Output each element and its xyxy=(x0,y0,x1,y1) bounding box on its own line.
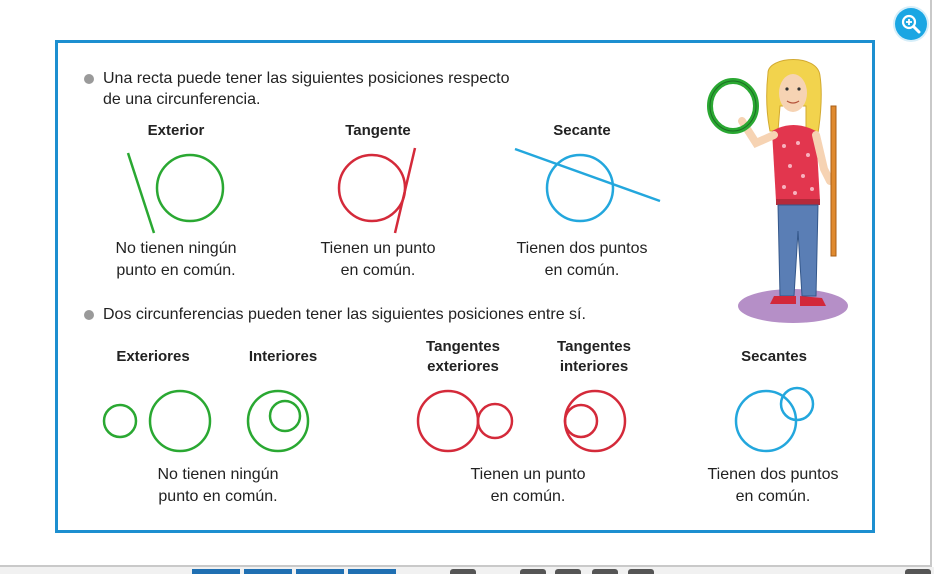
lesson-card: Una recta puede tener las siguientes pos… xyxy=(55,40,875,533)
desc-secante: Tienen dos puntos en común. xyxy=(498,238,666,282)
section1-intro-line1: Una recta puede tener las siguientes pos… xyxy=(103,70,510,87)
desc-tangente: Tienen un punto en común. xyxy=(298,238,458,282)
label-secante: Secante xyxy=(553,122,611,139)
desc-group-one-point-line1: Tienen un punto xyxy=(470,466,586,483)
page-thumbnail-4[interactable] xyxy=(348,569,396,574)
desc-secante-line1: Tienen dos puntos xyxy=(516,240,648,257)
label-tangentes-interiores-line2: interiores xyxy=(559,358,629,375)
desc-group-one-point-line2: en común. xyxy=(490,488,566,505)
figure-tangentes-exteriores xyxy=(416,389,514,453)
figure-interiores xyxy=(246,389,310,453)
zoom-in-icon xyxy=(901,14,921,34)
desc-exterior: No tienen ningún punto en común. xyxy=(96,238,256,282)
desc-exterior-line2: punto en común. xyxy=(116,262,236,279)
figure-tangente xyxy=(337,147,417,234)
figure-tangentes-interiores xyxy=(563,389,627,453)
desc-exterior-line1: No tienen ningún xyxy=(115,240,237,257)
figure-exterior xyxy=(126,152,225,234)
girl-illustration xyxy=(707,59,848,323)
desc-tangente-line2: en común. xyxy=(340,262,416,279)
shadow-shape xyxy=(738,289,848,323)
desc-group-two-points-line1: Tienen dos puntos xyxy=(707,466,839,483)
label-exteriores: Exteriores xyxy=(116,348,190,365)
bullet-icon xyxy=(84,74,94,84)
nav-button-4[interactable] xyxy=(592,569,618,574)
section1-intro: Una recta puede tener las siguientes pos… xyxy=(84,68,623,110)
label-secantes: Secantes xyxy=(741,348,807,365)
label-interiores: Interiores xyxy=(248,348,318,365)
desc-tangente-line1: Tienen un punto xyxy=(320,240,436,257)
desc-group-two-points: Tienen dos puntos en común. xyxy=(688,464,858,508)
section2-intro-text: Dos circunferencias pueden tener las sig… xyxy=(103,306,586,323)
figure-secante xyxy=(514,147,661,223)
desc-secante-line2: en común. xyxy=(544,262,620,279)
label-tangente: Tangente xyxy=(345,122,411,139)
figure-exteriores xyxy=(102,389,212,453)
nav-button-2[interactable] xyxy=(520,569,546,574)
label-tangentes-exteriores-line2: exteriores xyxy=(427,358,499,375)
nav-button-1[interactable] xyxy=(450,569,476,574)
desc-group-no-common: No tienen ningún punto en común. xyxy=(133,464,303,508)
label-exterior: Exterior xyxy=(147,122,205,139)
figure-secantes xyxy=(734,386,815,453)
desc-group-no-common-line2: punto en común. xyxy=(158,488,278,505)
bullet-icon xyxy=(84,310,94,320)
desc-group-no-common-line1: No tienen ningún xyxy=(157,466,279,483)
section2-intro: Dos circunferencias pueden tener las sig… xyxy=(84,304,683,325)
desc-group-two-points-line2: en común. xyxy=(735,488,811,505)
page-thumbnail-1[interactable] xyxy=(192,569,240,574)
section1-intro-line2: de una circunferencia. xyxy=(103,91,261,108)
nav-button-6[interactable] xyxy=(905,569,931,574)
label-tangentes-exteriores-line1: Tangentes xyxy=(426,338,500,355)
zoom-button[interactable] xyxy=(895,8,927,40)
nav-button-5[interactable] xyxy=(628,569,654,574)
page-thumbnail-2[interactable] xyxy=(244,569,292,574)
label-tangentes-exteriores: Tangentes exteriores xyxy=(403,337,523,377)
label-tangentes-interiores: Tangentes interiores xyxy=(534,337,654,377)
label-tangentes-interiores-line1: Tangentes xyxy=(557,338,631,355)
desc-group-one-point: Tienen un punto en común. xyxy=(443,464,613,508)
nav-button-3[interactable] xyxy=(555,569,581,574)
page-thumbnail-3[interactable] xyxy=(296,569,344,574)
